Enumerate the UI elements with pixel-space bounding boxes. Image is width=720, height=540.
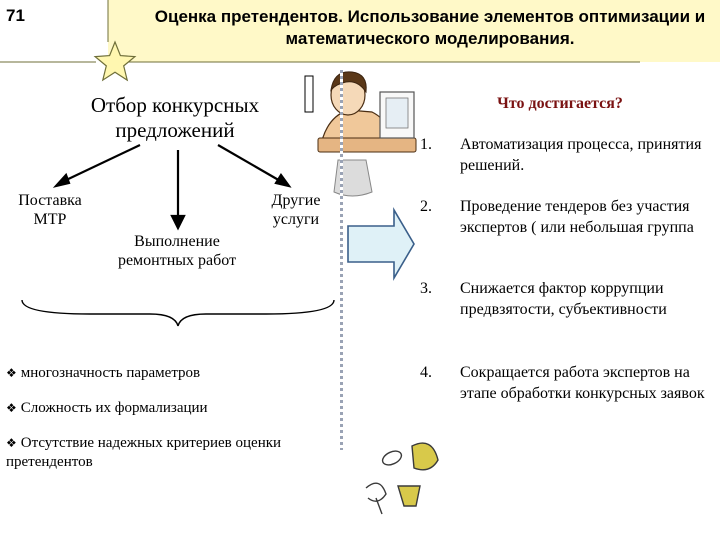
star-icon [93, 40, 137, 82]
results-heading: Что достигается? [497, 95, 623, 112]
result-number: 1. [420, 136, 432, 153]
tree-root-node: Отбор конкурсных предложений [90, 93, 260, 142]
problem-item: ❖Сложность их формализации [6, 399, 346, 418]
tree-connectors [52, 144, 292, 231]
problem-text: Отсутствие надежных критериев оценки пре… [6, 435, 282, 470]
problem-item: ❖многозначность параметров [6, 364, 346, 383]
result-number: 3. [420, 280, 432, 297]
diamond-bullet-icon: ❖ [6, 401, 17, 415]
dotted-divider [340, 70, 343, 450]
result-text: Автоматизация процесса, принятия решений… [460, 136, 702, 174]
curly-brace [21, 299, 335, 327]
slide-number: 71 [6, 6, 25, 25]
diamond-bullet-icon: ❖ [6, 366, 17, 380]
office-worker-icon [304, 71, 417, 197]
header-bar [108, 0, 720, 62]
result-number: 2. [420, 198, 432, 215]
result-text: Проведение тендеров без участия эксперто… [460, 198, 694, 236]
tree-node-mtr-supply: Поставка МТР [18, 192, 82, 228]
tree-node-other-services: Другие услуги [271, 192, 321, 228]
result-text: Снижается фактор коррупции предвзятости,… [460, 280, 667, 318]
decorative-scribble-icon [365, 442, 439, 515]
problem-text: многозначность параметров [20, 365, 201, 381]
right-arrow-icon [347, 207, 415, 281]
problem-text: Сложность их формализации [20, 400, 208, 416]
result-text: Сокращается работа экспертов на этапе об… [460, 364, 705, 402]
tree-node-repair-works: Выполнение ремонтных работ [117, 233, 237, 269]
slide-title: Оценка претендентов. Использование элеме… [154, 7, 706, 48]
problem-item: ❖Отсутствие надежных критериев оценки пр… [6, 434, 346, 472]
diamond-bullet-icon: ❖ [6, 436, 17, 450]
result-number: 4. [420, 364, 432, 381]
